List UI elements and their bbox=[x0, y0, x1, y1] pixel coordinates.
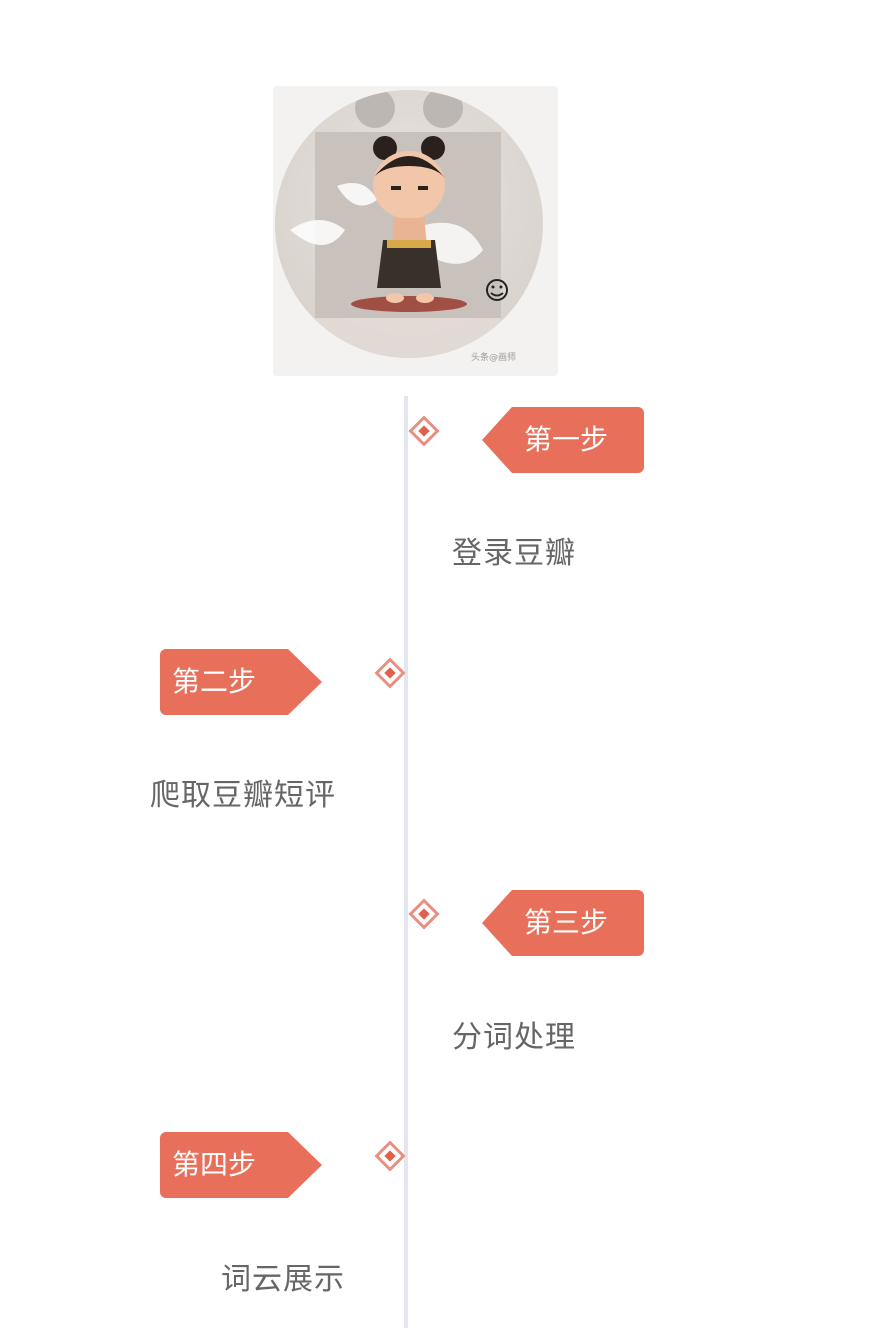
timeline-node-4 bbox=[374, 1140, 406, 1172]
step-1-tag: 第一步 bbox=[482, 407, 644, 473]
step-1-description: 登录豆瓣 bbox=[452, 536, 576, 571]
step-4-description: 词云展示 bbox=[221, 1262, 345, 1297]
timeline-node-3 bbox=[408, 898, 440, 930]
step-4-tag: 第四步 bbox=[160, 1132, 322, 1198]
avatar-image bbox=[275, 90, 543, 358]
step-2-description: 爬取豆瓣短评 bbox=[150, 778, 336, 813]
step-2-tag: 第二步 bbox=[160, 649, 322, 715]
timeline-line bbox=[404, 396, 408, 1328]
timeline-node-2 bbox=[374, 657, 406, 689]
avatar: 头条@画师 bbox=[273, 86, 558, 376]
timeline-node-1 bbox=[408, 415, 440, 447]
step-3-tag: 第三步 bbox=[482, 890, 644, 956]
step-3-description: 分词处理 bbox=[452, 1020, 576, 1055]
avatar-watermark: 头条@画师 bbox=[471, 353, 517, 363]
